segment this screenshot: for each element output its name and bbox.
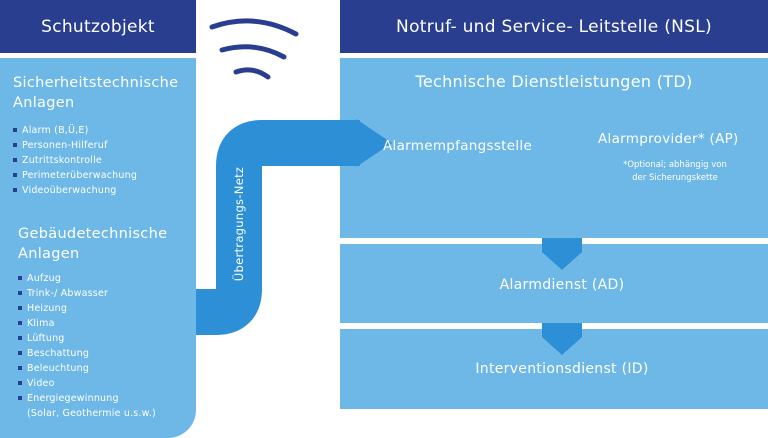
energy-sub-label: (Solar, Geothermie u.s.w.) — [27, 408, 156, 419]
list-item: Lüftung — [18, 331, 193, 346]
list-item: Klima — [18, 316, 193, 331]
security-systems-title-line1: Sicherheitstechnische — [13, 75, 179, 91]
building-systems-list: Aufzug Trink-/ Abwasser Heizung Klima Lü… — [18, 271, 193, 406]
protected-object-panel — [0, 58, 196, 438]
right-header: Notruf- und Service- Leitstelle (NSL) — [340, 0, 768, 53]
alarm-receiving-center-label: Alarmempfangsstelle — [383, 138, 533, 154]
list-item: Personen-Hilferuf — [13, 138, 193, 153]
list-item: Videoüberwachung — [13, 183, 193, 198]
signal-waves-icon — [209, 18, 299, 80]
security-systems-title-line2: Anlagen — [13, 95, 75, 111]
transmission-network-label: Übertragungs-Netz — [232, 166, 246, 282]
list-item: Perimeterüberwachung — [13, 168, 193, 183]
technical-services-block — [340, 58, 768, 238]
alarm-provider-label: Alarmprovider* (AP) — [598, 131, 739, 147]
alarm-service-label: Alarmdienst (AD) — [499, 277, 625, 293]
transmission-network-pipe — [193, 120, 360, 335]
security-systems-section: Sicherheitstechnische Anlagen Alarm (B,Ü… — [13, 73, 193, 198]
optional-note-line1: *Optional; abhängig von — [623, 160, 727, 170]
building-systems-title-line1: Gebäudetechnische — [18, 226, 168, 242]
list-item: Beschattung — [18, 346, 193, 361]
security-systems-list: Alarm (B,Ü,E) Personen-Hilferuf Zutritts… — [13, 123, 193, 198]
technical-services-title: Technische Dienstleistungen (TD) — [415, 72, 693, 91]
intervention-service-label: Interventionsdienst (ID) — [475, 361, 649, 377]
list-item: Aufzug — [18, 271, 193, 286]
list-item: Heizung — [18, 301, 193, 316]
optional-note-line2: der Sicherungskette — [632, 173, 718, 183]
list-item: Beleuchtung — [18, 361, 193, 376]
list-item: Alarm (B,Ü,E) — [13, 123, 193, 138]
list-item: Energiegewinnung — [18, 391, 193, 406]
optional-note: *Optional; abhängig von der Sicherungske… — [600, 159, 750, 185]
left-header: Schutzobjekt — [0, 0, 196, 53]
left-header-title: Schutzobjekt — [41, 16, 155, 37]
building-systems-title-line2: Anlagen — [18, 246, 80, 262]
building-systems-section: Gebäudetechnische Anlagen Aufzug Trink-/… — [18, 224, 193, 421]
list-item: Video — [18, 376, 193, 391]
right-header-title: Notruf- und Service- Leitstelle (NSL) — [396, 16, 712, 37]
list-item: Zutrittskontrolle — [13, 153, 193, 168]
list-item: Trink-/ Abwasser — [18, 286, 193, 301]
